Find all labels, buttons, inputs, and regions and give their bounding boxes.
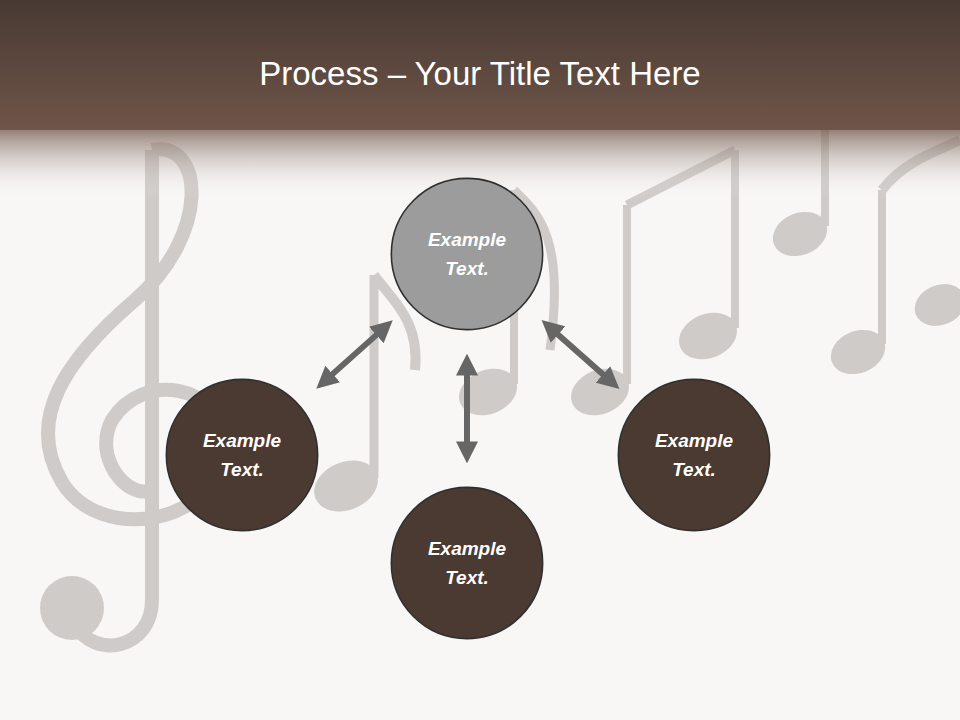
circle-shape (391, 487, 542, 638)
node-text: Example Text. (644, 426, 744, 484)
note-head (908, 277, 960, 334)
process-circle: Example Text. (164, 377, 320, 533)
note-stem (878, 190, 886, 344)
circle-shape (618, 379, 769, 530)
circle-outline (389, 176, 545, 332)
circle-content: Example Text. (389, 485, 545, 641)
circle-content: Example Text. (389, 176, 545, 332)
double-arrow (328, 331, 381, 379)
process-circle: Example Text. (616, 377, 772, 533)
node-text: Example Text. (192, 426, 292, 484)
header-band (0, 0, 960, 130)
circle-outline (616, 377, 772, 533)
process-circle: Example Text. (389, 485, 545, 641)
node-text: Example Text. (417, 534, 517, 592)
circle-outline (164, 377, 320, 533)
node-text: Example Text. (417, 225, 517, 283)
note-stem (623, 205, 631, 384)
circle-shape (166, 379, 317, 530)
circle-content: Example Text. (616, 377, 772, 533)
circle-shape (391, 178, 542, 329)
circle-content: Example Text. (164, 377, 320, 533)
clef-ball (40, 576, 104, 640)
note-stem (370, 275, 379, 478)
process-circle: Example Text. (389, 176, 545, 332)
circle-outline (389, 485, 545, 641)
double-arrow (464, 369, 470, 448)
double-arrow (553, 330, 608, 379)
slide-title: Process – Your Title Text Here (0, 50, 960, 98)
